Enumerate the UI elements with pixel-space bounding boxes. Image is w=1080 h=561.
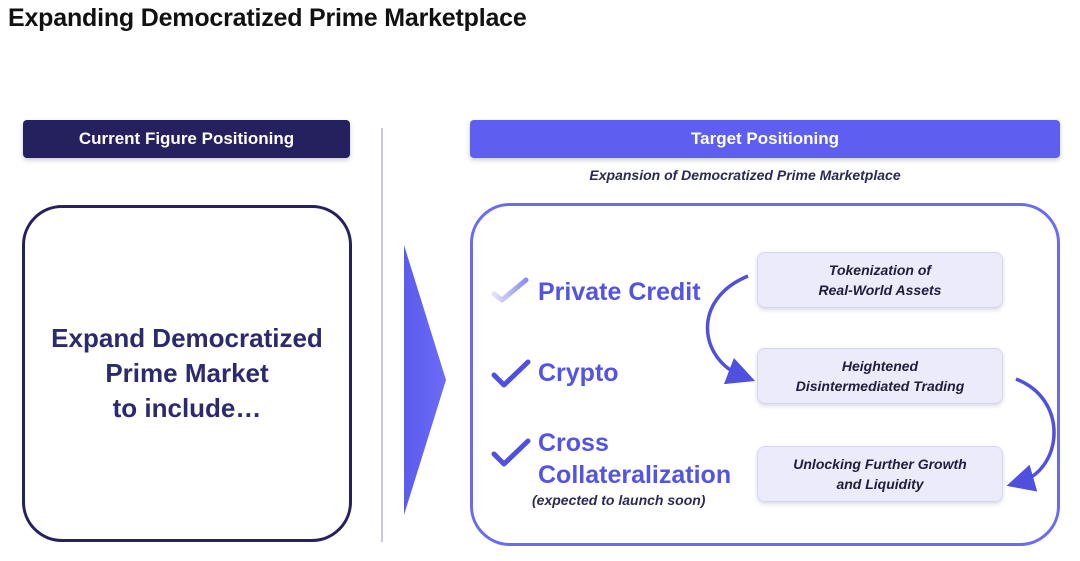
page-title: Expanding Democratized Prime Marketplace — [8, 4, 527, 32]
current-positioning-header: Current Figure Positioning — [23, 120, 350, 158]
item-crypto: Crypto — [538, 359, 619, 387]
target-positioning-header-label: Target Positioning — [691, 129, 839, 148]
card-tokenization: Tokenization of Real-World Assets — [757, 252, 1003, 308]
current-positioning-box: Expand Democratized Prime Market to incl… — [22, 205, 352, 542]
current-text-line-3: to include… — [112, 393, 262, 423]
check-icon — [491, 438, 531, 467]
section-divider — [381, 128, 383, 542]
target-subtitle: Expansion of Democratized Prime Marketpl… — [589, 167, 901, 183]
check-icon-faded — [491, 277, 529, 303]
card-trading-line-2: Disintermediated Trading — [795, 378, 965, 394]
item-launch-note: (expected to launch soon) — [532, 492, 706, 508]
target-positioning-header: Target Positioning — [470, 120, 1060, 158]
card-tokenization-line-2: Real-World Assets — [818, 282, 942, 298]
card-tokenization-line-1: Tokenization of — [828, 262, 932, 278]
chevron-right-arrow-icon — [404, 245, 446, 515]
card-growth-liquidity: Unlocking Further Growth and Liquidity — [757, 446, 1003, 502]
target-positioning-box — [470, 203, 1060, 546]
current-text-line-1: Expand Democratized — [51, 323, 323, 353]
current-text-line-2: Prime Market — [105, 358, 269, 388]
card-trading-line-1: Heightened — [841, 358, 919, 374]
item-private-credit: Private Credit — [538, 278, 701, 306]
current-positioning-header-label: Current Figure Positioning — [78, 129, 295, 148]
check-icon — [491, 359, 531, 388]
item-cross-collateralization-line-2: Collateralization — [538, 461, 732, 489]
card-disintermediated-trading: Heightened Disintermediated Trading — [757, 348, 1003, 404]
card-growth-line-1: Unlocking Further Growth — [793, 456, 967, 472]
item-cross-collateralization-line-1: Cross — [538, 429, 609, 457]
card-growth-line-2: and Liquidity — [836, 476, 924, 492]
